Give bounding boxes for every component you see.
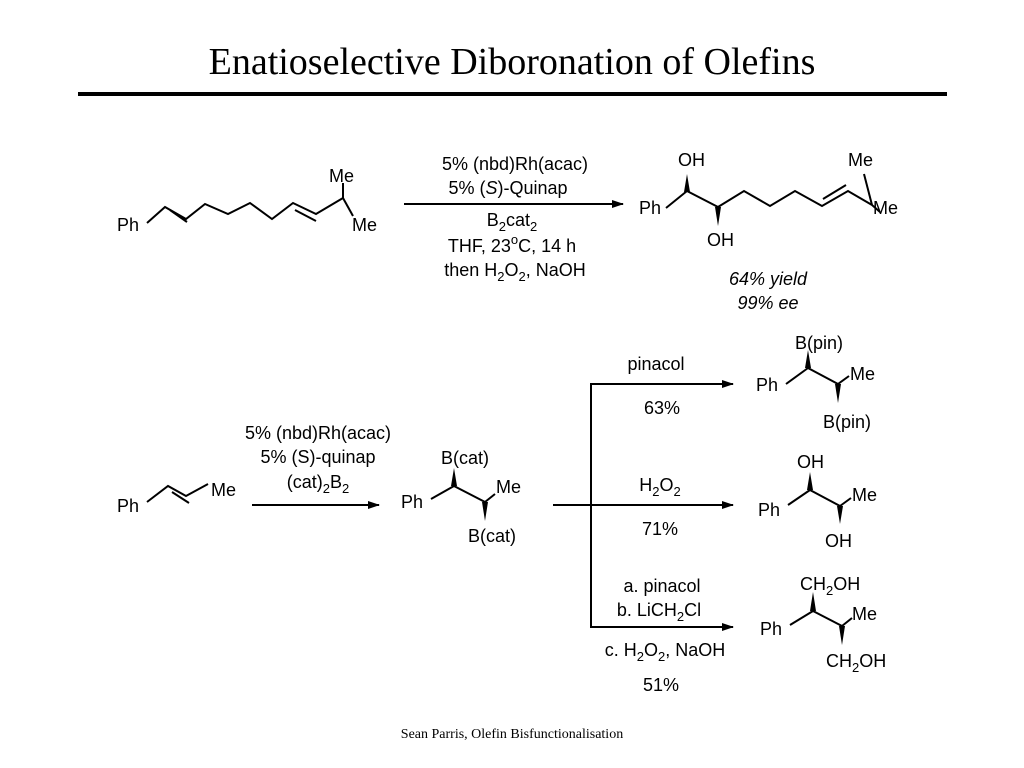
branch-3-yield: 51% bbox=[643, 675, 679, 695]
product-1-me-top: Me bbox=[848, 150, 873, 170]
product-1-ph: Ph bbox=[639, 198, 661, 218]
diol-top: OH bbox=[797, 452, 824, 472]
branch-3-reagent-c: c. H2O2, NaOH bbox=[605, 640, 726, 664]
bpin-ph: Ph bbox=[756, 375, 778, 395]
substrate-1-me-bottom: Me bbox=[352, 215, 377, 235]
bpin-bottom: B(pin) bbox=[823, 412, 871, 432]
product-dimethanol: CH2OH Ph Me CH2OH bbox=[760, 574, 886, 675]
product-1: OH Ph OH Me Me bbox=[639, 150, 898, 250]
substrate-2-ph: Ph bbox=[117, 496, 139, 516]
r1-yield: 64% yield bbox=[729, 269, 808, 289]
diol-me: Me bbox=[852, 485, 877, 505]
product-bpin: B(pin) Ph Me B(pin) bbox=[756, 333, 875, 432]
dimethanol-ph: Ph bbox=[760, 619, 782, 639]
product-1-me-bottom: Me bbox=[873, 198, 898, 218]
dimethanol-top: CH2OH bbox=[800, 574, 860, 598]
r2-condition-1: 5% (nbd)Rh(acac) bbox=[245, 423, 391, 443]
bpin-top: B(pin) bbox=[795, 333, 843, 353]
product-1-oh-bottom: OH bbox=[707, 230, 734, 250]
intermediate-b-bottom: B(cat) bbox=[468, 526, 516, 546]
product-diol: OH Ph Me OH bbox=[758, 452, 877, 551]
intermediate-me: Me bbox=[496, 477, 521, 497]
branch-1-labels: pinacol 63% bbox=[627, 354, 684, 418]
branch-1-reagent: pinacol bbox=[627, 354, 684, 374]
substrate-2-me: Me bbox=[211, 480, 236, 500]
r1-condition-2: 5% (S)-Quinap bbox=[448, 178, 567, 198]
branch-3-labels: a. pinacol b. LiCH2Cl c. H2O2, NaOH 51% bbox=[605, 576, 726, 695]
dimethanol-bottom: CH2OH bbox=[826, 651, 886, 675]
reaction-2-conditions: 5% (nbd)Rh(acac) 5% (S)-quinap (cat)2B2 bbox=[245, 423, 391, 496]
r1-condition-4: THF, 23oC, 14 h bbox=[448, 232, 576, 256]
r1-condition-1: 5% (nbd)Rh(acac) bbox=[442, 154, 588, 174]
branch-2-yield: 71% bbox=[642, 519, 678, 539]
slide-title: Enatioselective Diboronation of Olefins bbox=[208, 41, 816, 83]
r1-ee: 99% ee bbox=[737, 293, 798, 313]
substrate-1-ph: Ph bbox=[117, 215, 139, 235]
r2-condition-3: (cat)2B2 bbox=[287, 472, 349, 496]
branch-3-reagent-b: b. LiCH2Cl bbox=[617, 600, 701, 624]
branch-2-labels: H2O2 71% bbox=[639, 475, 680, 539]
bpin-me: Me bbox=[850, 364, 875, 384]
reaction-1-result: 64% yield 99% ee bbox=[729, 269, 808, 313]
substrate-2: Ph Me bbox=[117, 480, 236, 516]
intermediate-b-top: B(cat) bbox=[441, 448, 489, 468]
reaction-1-conditions: 5% (nbd)Rh(acac) 5% (S)-Quinap B2cat2 TH… bbox=[442, 154, 588, 284]
substrate-1: Ph Me Me bbox=[117, 166, 377, 235]
branch-2-reagent: H2O2 bbox=[639, 475, 680, 499]
branching-arrows bbox=[553, 380, 734, 631]
intermediate: B(cat) Ph Me B(cat) bbox=[401, 448, 521, 546]
r1-condition-5: then H2O2, NaOH bbox=[444, 260, 586, 284]
r1-condition-3: B2cat2 bbox=[487, 210, 538, 234]
diol-ph: Ph bbox=[758, 500, 780, 520]
slide-footer: Sean Parris, Olefin Bisfunctionalisation bbox=[400, 727, 624, 742]
substrate-1-me-top: Me bbox=[329, 166, 354, 186]
diol-bottom: OH bbox=[825, 531, 852, 551]
product-1-oh-top: OH bbox=[678, 150, 705, 170]
dimethanol-me: Me bbox=[852, 604, 877, 624]
branch-3-reagent-a: a. pinacol bbox=[623, 576, 700, 596]
r2-condition-2: 5% (S)-quinap bbox=[260, 447, 375, 467]
title-underline bbox=[78, 92, 947, 96]
branch-1-yield: 63% bbox=[644, 398, 680, 418]
intermediate-ph: Ph bbox=[401, 492, 423, 512]
